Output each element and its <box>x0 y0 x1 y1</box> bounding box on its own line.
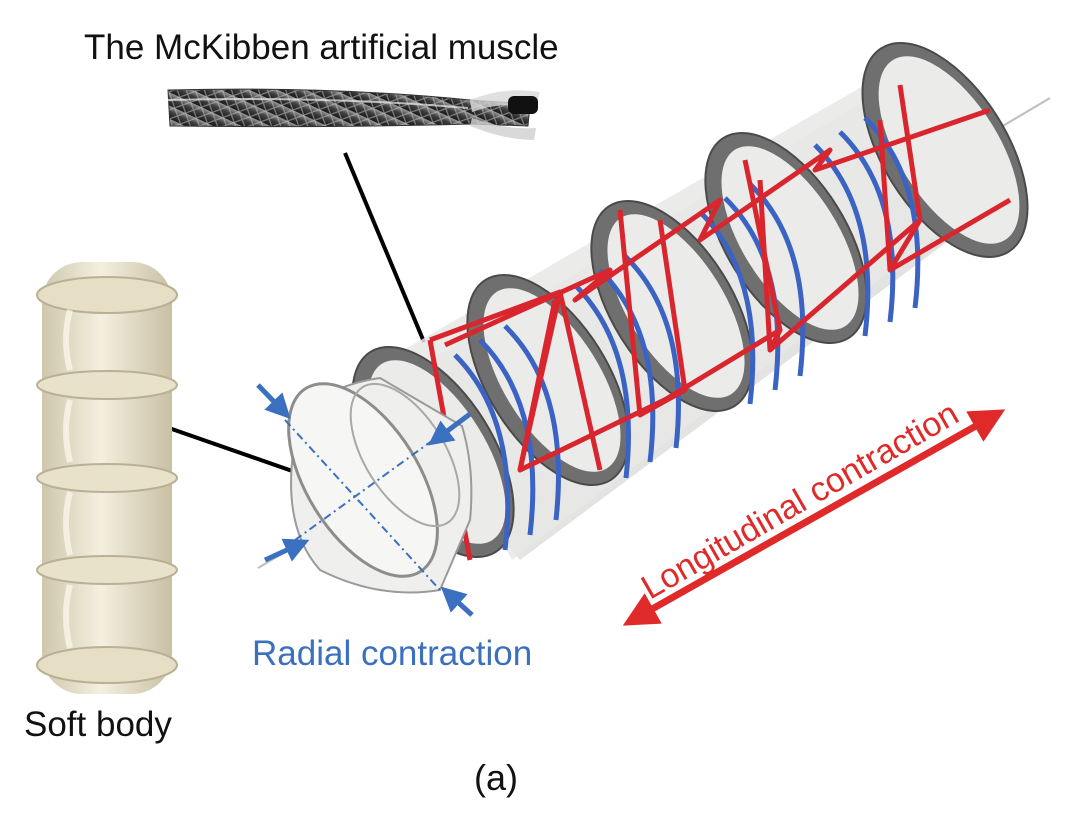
radial-contraction-label: Radial contraction <box>252 634 533 673</box>
soft-body-leader-line <box>145 418 319 482</box>
cable-leader-line <box>343 152 426 343</box>
title-label: The McKibben artificial muscle <box>84 28 559 67</box>
soft-body-label: Soft body <box>24 705 172 744</box>
cylinder-model <box>257 42 1051 594</box>
radial-arrows <box>256 383 474 617</box>
figure-caption: (a) <box>474 757 518 798</box>
soft-body-photo <box>36 262 178 694</box>
cable-photo <box>167 88 540 140</box>
longitudinal-arrow <box>622 409 1006 626</box>
